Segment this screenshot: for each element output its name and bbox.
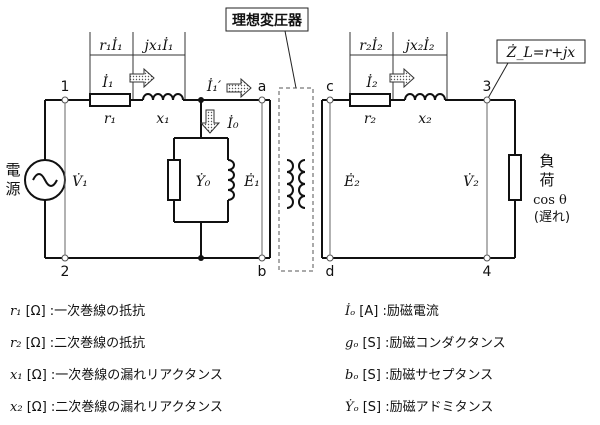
i1-arrow-icon — [129, 67, 155, 89]
legend-row-b0: bₒ [S] :励磁サセプタンス — [345, 364, 493, 383]
transformer-secondary-coil — [298, 159, 306, 209]
load-impedance-pointer — [486, 62, 509, 101]
dim-label-r2I2: r₂İ₂ — [359, 36, 383, 54]
legend-desc: :二次巻線の漏れリアクタンス — [50, 400, 223, 415]
x1-inductor — [142, 93, 184, 101]
legend-symbol: x₁ — [10, 368, 23, 383]
source-label-2: 源 — [5, 180, 20, 198]
i2-arrow-icon — [389, 67, 415, 89]
legend-symbol: İₒ — [345, 304, 356, 319]
legend-row-i0: İₒ [A] :励磁電流 — [345, 300, 439, 319]
legend-desc: :一次巻線の抵抗 — [49, 304, 146, 319]
ideal-transformer-outline — [278, 87, 314, 272]
legend-row-g0: gₒ [S] :励磁コンダクタンス — [345, 332, 506, 351]
legend-desc: :励磁電流 — [382, 304, 439, 319]
r1-resistor — [89, 93, 131, 107]
node-a-label: a — [258, 79, 267, 95]
y0-label: Ẏ₀ — [196, 172, 211, 190]
legend-desc: :励磁サセプタンス — [385, 368, 494, 383]
i0-arrow-icon — [199, 109, 221, 134]
legend-unit: [Ω] — [26, 368, 47, 383]
current-i0-label: İ₀ — [226, 114, 239, 132]
load-impedance-box — [496, 39, 586, 64]
legend-row-r1: r₁ [Ω] :一次巻線の抵抗 — [10, 300, 145, 319]
v2-label: V̇₂ — [463, 172, 479, 190]
i1prime-arrow-icon — [226, 77, 252, 99]
legend-row-y0: Ẏₒ [S] :励磁アドミタンス — [345, 396, 493, 415]
dim-label-jx1I1: jx₁İ₁ — [142, 36, 174, 54]
r2-label: r₂ — [364, 111, 377, 127]
legend-row-x2: x₂ [Ω] :二次巻線の漏れリアクタンス — [10, 396, 223, 415]
load-impedance-label: Ż_L=r+jx — [506, 43, 576, 61]
load-resistor — [508, 154, 522, 201]
legend-unit: [Ω] — [25, 304, 46, 319]
load-pf-label: cos θ — [533, 193, 567, 208]
sine-wave-icon — [32, 173, 58, 187]
legend-symbol: gₒ — [345, 336, 359, 351]
legend-desc: :一次巻線の漏れリアクタンス — [50, 368, 223, 383]
legend-symbol: r₁ — [10, 304, 22, 319]
legend-symbol: bₒ — [345, 368, 359, 383]
load-label-2: 荷 — [539, 171, 554, 189]
transformer-label-box — [225, 7, 309, 32]
dim-label-jx2I2: jx₂İ₂ — [403, 36, 435, 54]
legend-symbol: Ẏₒ — [345, 400, 359, 415]
r1-label: r₁ — [104, 111, 116, 127]
x2-label: x₂ — [418, 111, 432, 127]
current-i2-label: İ₂ — [365, 73, 378, 91]
legend-symbol: x₂ — [10, 400, 23, 415]
b0-inductor — [227, 159, 235, 201]
current-i1-label: İ₁ — [101, 73, 113, 91]
r2-resistor — [349, 93, 391, 107]
x1-label: x₁ — [156, 111, 170, 127]
legend-desc: :二次巻線の抵抗 — [49, 336, 146, 351]
x2-inductor — [404, 93, 446, 101]
transformer-pointer — [284, 30, 297, 89]
node-3-label: 3 — [483, 79, 492, 95]
legend-symbol: r₂ — [10, 336, 22, 351]
node-d-label: d — [326, 264, 335, 280]
e2-label: Ė₂ — [343, 172, 360, 190]
current-i1prime-label: İ₁′ — [206, 77, 222, 95]
node-b-label: b — [258, 264, 267, 280]
node-4-label: 4 — [483, 264, 492, 280]
dimension-lines — [89, 32, 448, 100]
y0-conductance — [167, 159, 181, 201]
terminal-dots — [61, 96, 491, 262]
legend-unit: [S] — [362, 400, 382, 415]
node-2-label: 2 — [61, 264, 70, 280]
transformer-equivalent-circuit: r₁İ₁ jx₁İ₁ r₂İ₂ jx₂İ₂ 理想変圧器 Ż_L=r+jx — [5, 7, 586, 280]
junction-dots — [198, 97, 204, 261]
legend-row-r2: r₂ [Ω] :二次巻線の抵抗 — [10, 332, 145, 351]
transformer-primary-coil — [286, 159, 294, 209]
load-label-1: 負 — [539, 152, 554, 170]
legend-desc: :励磁アドミタンス — [385, 400, 494, 415]
legend-unit: [A] — [359, 304, 379, 319]
legend-unit: [Ω] — [26, 400, 47, 415]
dim-label-r1I1: r₁İ₁ — [99, 36, 122, 54]
voltage-guide-lines — [64, 103, 488, 255]
load-lag-label: (遅れ) — [534, 210, 570, 225]
source-label-1: 電 — [5, 161, 20, 179]
legend-unit: [Ω] — [25, 336, 46, 351]
v1-label: V̇₁ — [72, 172, 88, 190]
legend-row-x1: x₁ [Ω] :一次巻線の漏れリアクタンス — [10, 364, 223, 383]
legend-desc: :励磁コンダクタンス — [385, 336, 506, 351]
legend-unit: [S] — [362, 336, 381, 351]
e1-label: Ė₁ — [243, 172, 260, 190]
legend: r₁ [Ω] :一次巻線の抵抗 r₂ [Ω] :二次巻線の抵抗 x₁ [Ω] :… — [0, 296, 600, 425]
transformer-label: 理想変圧器 — [232, 12, 303, 29]
node-c-label: c — [326, 79, 334, 95]
node-1-label: 1 — [61, 79, 70, 95]
legend-unit: [S] — [362, 368, 381, 383]
